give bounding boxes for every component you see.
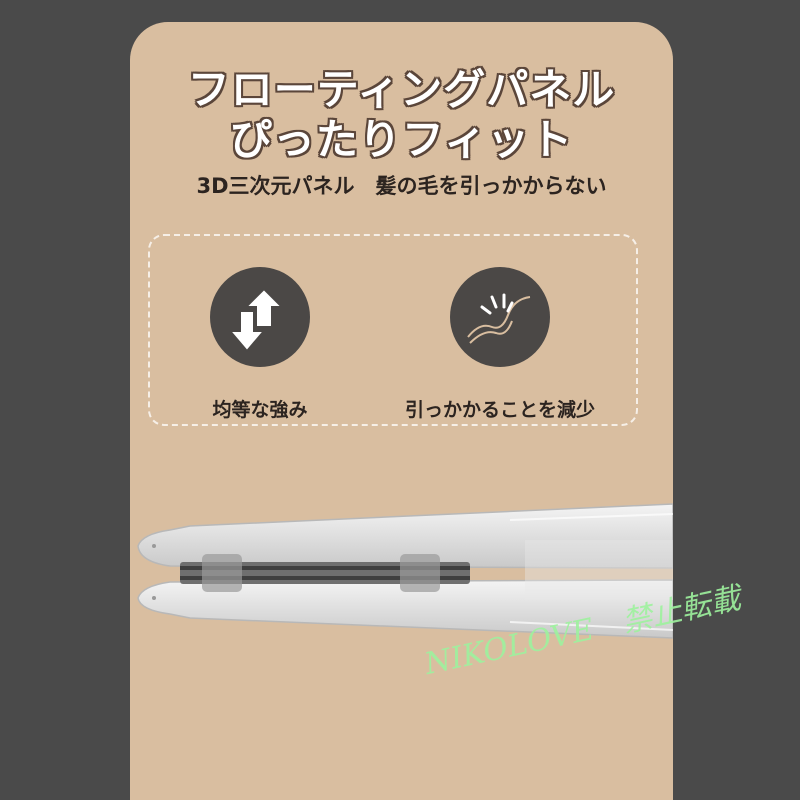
product-card: フローティングパネル ぴったりフィット 3D三次元パネル 髪の毛を引っかからない… [130, 22, 673, 800]
up-down-arrows-icon [210, 267, 310, 367]
feature-label: 引っかかることを減少 [404, 399, 595, 421]
hair-iron-illustration [130, 490, 673, 650]
features-box [148, 234, 638, 426]
feature-label: 均等な強み [212, 399, 308, 421]
hair-snag-icon [450, 267, 550, 367]
subtitle: 3D三次元パネル 髪の毛を引っかからない [196, 174, 607, 198]
headline-line-1: フローティングパネル [187, 65, 616, 114]
feature-even-strength: 均等な強み [160, 267, 360, 422]
feature-reduce-snag: 引っかかることを減少 [385, 267, 615, 422]
headline-line-2: ぴったりフィット [229, 115, 574, 164]
